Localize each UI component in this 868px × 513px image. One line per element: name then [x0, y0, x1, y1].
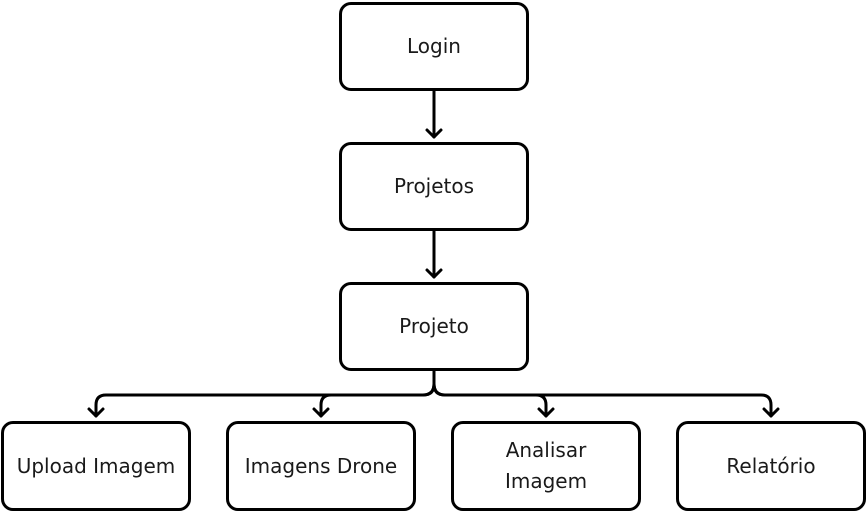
- node-projeto-label: Projeto: [399, 314, 469, 338]
- node-upload-imagem: Upload Imagem: [1, 421, 191, 511]
- arrowhead-upload: [87, 407, 105, 418]
- node-imagens-drone-label: Imagens Drone: [244, 453, 398, 478]
- node-relatorio: Relatório: [676, 421, 866, 511]
- node-analisar-imagem-line2: Imagem: [504, 469, 588, 493]
- node-projetos: Projetos: [339, 142, 529, 231]
- node-relatorio-label: Relatório: [726, 453, 816, 478]
- branch-to-drone: [319, 382, 436, 418]
- arrowhead-projeto: [425, 268, 443, 279]
- arrowhead-projetos: [425, 128, 443, 139]
- node-analisar-imagem: Analisar Imagem: [451, 421, 641, 511]
- node-imagens-drone: Imagens Drone: [226, 421, 416, 511]
- node-projetos-label: Projetos: [393, 174, 475, 198]
- node-upload-imagem-label: Upload Imagem: [16, 453, 176, 478]
- node-analisar-imagem-label: Analisar Imagem: [505, 435, 587, 497]
- arrowhead-analisar: [537, 407, 555, 418]
- node-projeto: Projeto: [339, 282, 529, 371]
- arrowhead-drone: [312, 407, 330, 418]
- node-login: Login: [339, 2, 529, 91]
- arrowhead-relatorio: [762, 407, 780, 418]
- node-login-label: Login: [407, 34, 461, 58]
- node-analisar-imagem-line1: Analisar: [505, 438, 587, 462]
- branch-to-relatorio: [432, 382, 773, 418]
- branch-to-analisar: [432, 382, 548, 418]
